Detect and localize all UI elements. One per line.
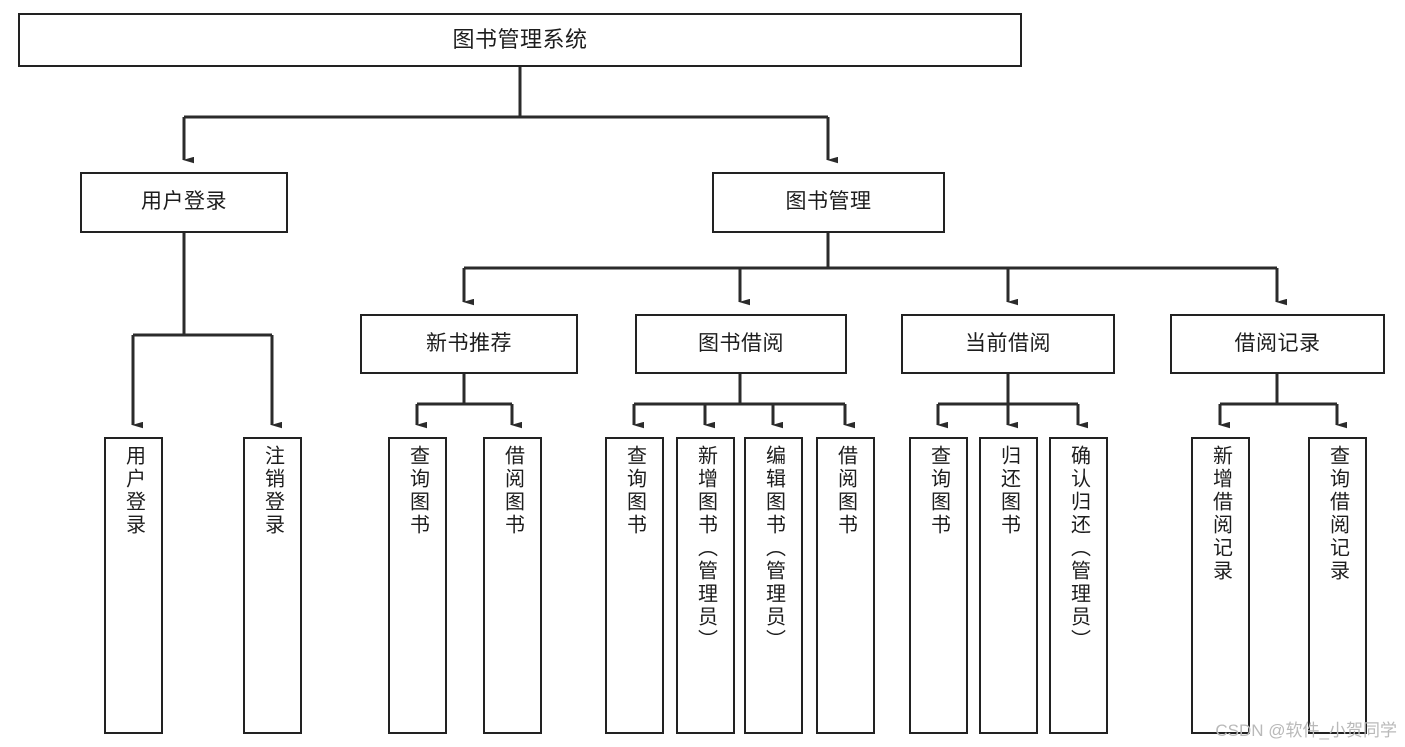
node-label: 借阅图书 bbox=[501, 445, 524, 537]
node-label: 查询图书 bbox=[406, 445, 429, 537]
node-label: 新增借阅记录 bbox=[1209, 445, 1232, 583]
leaf-query-book-current[interactable]: 查询图书 bbox=[909, 437, 968, 734]
node-root-system[interactable]: 图书管理系统 bbox=[18, 13, 1022, 67]
node-borrow-record[interactable]: 借阅记录 bbox=[1170, 314, 1385, 374]
leaf-confirm-return-admin[interactable]: 确认归还（管理员） bbox=[1049, 437, 1108, 734]
node-label: 用户登录 bbox=[122, 445, 145, 537]
leaf-query-borrow-record[interactable]: 查询借阅记录 bbox=[1308, 437, 1367, 734]
node-label: 查询借阅记录 bbox=[1326, 445, 1349, 583]
node-label: 图书借阅 bbox=[698, 331, 784, 355]
leaf-query-book-recommend[interactable]: 查询图书 bbox=[388, 437, 447, 734]
node-label: 当前借阅 bbox=[965, 331, 1051, 355]
leaf-borrow-book-borrow[interactable]: 借阅图书 bbox=[816, 437, 875, 734]
node-label: 查询图书 bbox=[623, 445, 646, 537]
node-new-book-recommend[interactable]: 新书推荐 bbox=[360, 314, 578, 374]
node-label: 注销登录 bbox=[261, 445, 284, 537]
node-book-borrow[interactable]: 图书借阅 bbox=[635, 314, 847, 374]
leaf-return-book[interactable]: 归还图书 bbox=[979, 437, 1038, 734]
node-label: 新增图书（管理员） bbox=[694, 445, 717, 652]
leaf-query-book-borrow[interactable]: 查询图书 bbox=[605, 437, 664, 734]
leaf-borrow-book-recommend[interactable]: 借阅图书 bbox=[483, 437, 542, 734]
node-label: 编辑图书（管理员） bbox=[762, 445, 785, 652]
node-current-borrow[interactable]: 当前借阅 bbox=[901, 314, 1115, 374]
leaf-edit-book-admin[interactable]: 编辑图书（管理员） bbox=[744, 437, 803, 734]
node-label: 归还图书 bbox=[997, 445, 1020, 537]
node-label: 查询图书 bbox=[927, 445, 950, 537]
node-label: 图书管理系统 bbox=[452, 27, 588, 53]
node-user-login[interactable]: 用户登录 bbox=[80, 172, 288, 233]
node-label: 借阅图书 bbox=[834, 445, 857, 537]
leaf-user-login[interactable]: 用户登录 bbox=[104, 437, 163, 734]
node-label: 图书管理 bbox=[785, 190, 872, 214]
node-label: 用户登录 bbox=[141, 190, 227, 214]
node-book-manage[interactable]: 图书管理 bbox=[712, 172, 945, 233]
node-label: 确认归还（管理员） bbox=[1067, 445, 1090, 652]
leaf-add-book-admin[interactable]: 新增图书（管理员） bbox=[676, 437, 735, 734]
node-label: 新书推荐 bbox=[426, 331, 512, 355]
leaf-add-borrow-record[interactable]: 新增借阅记录 bbox=[1191, 437, 1250, 734]
node-label: 借阅记录 bbox=[1234, 331, 1321, 355]
leaf-logout-login[interactable]: 注销登录 bbox=[243, 437, 302, 734]
